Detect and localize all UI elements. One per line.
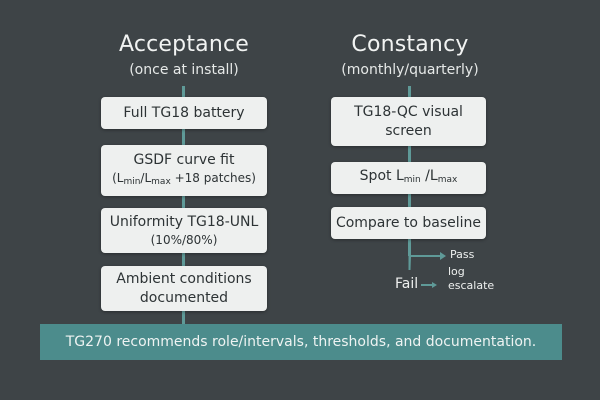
step-full-tg18-battery: Full TG18 battery: [101, 97, 267, 129]
fail-arrowhead: [432, 282, 437, 288]
acceptance-connector: [182, 86, 185, 326]
step-label: Spot Lmin /Lmax: [359, 167, 458, 185]
step-ambient-conditions: Ambient conditions documented: [101, 266, 267, 311]
step-compare-to-baseline: Compare to baseline: [331, 207, 486, 239]
acceptance-subtitle: (once at install): [129, 62, 239, 78]
acceptance-title: Acceptance: [118, 32, 250, 57]
constancy-title: Constancy: [351, 32, 469, 57]
fail-label: Fail: [395, 276, 419, 292]
step-uniformity-tg18-unl: Uniformity TG18-UNL (10%/80%): [101, 208, 267, 253]
step-label: Ambient conditions: [116, 270, 252, 287]
fail-action-escalate: escalate: [448, 279, 495, 292]
step-label: TG18-QC visual: [354, 103, 463, 120]
step-detail: (10%/80%): [150, 232, 218, 247]
step-detail: (Lmin/Lmax +18 patches): [112, 170, 256, 187]
pass-label: Pass: [450, 248, 475, 261]
step-label: Compare to baseline: [335, 214, 482, 231]
footer-banner: TG270 recommends role/intervals, thresho…: [40, 324, 562, 360]
step-tg18-qc-visual-screen: TG18-QC visual screen: [331, 97, 486, 146]
step-label: Full TG18 battery: [123, 104, 245, 121]
step-spot-lmin-lmax: Spot Lmin /Lmax: [331, 162, 486, 194]
constancy-subtitle: (monthly/quarterly): [341, 62, 479, 78]
fail-action-log: log: [448, 265, 465, 278]
step-label: GSDF curve fit: [133, 151, 235, 168]
step-label-line2: documented: [139, 289, 229, 306]
step-label: Uniformity TG18-UNL: [109, 213, 259, 230]
footer-text: TG270 recommends role/intervals, thresho…: [65, 334, 537, 350]
pass-arrow: [408, 255, 440, 271]
step-label-line2: screen: [385, 122, 432, 139]
step-gsdf-curve-fit: GSDF curve fit (Lmin/Lmax +18 patches): [101, 145, 267, 196]
pass-arrowhead: [440, 252, 446, 260]
